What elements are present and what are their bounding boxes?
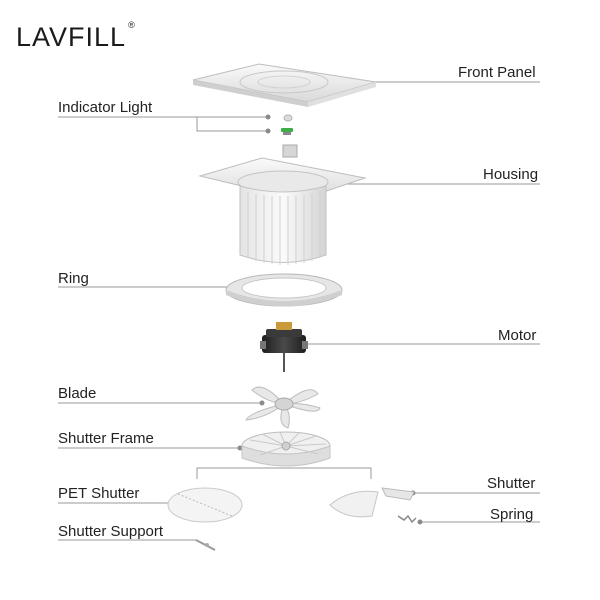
registered-mark: ® bbox=[128, 20, 136, 30]
label-motor: Motor bbox=[498, 327, 537, 344]
label-front-panel: Front Panel bbox=[458, 64, 536, 81]
brand-logo: LAVFILL® bbox=[16, 20, 136, 53]
label-blade: Blade bbox=[58, 385, 97, 402]
shutter-part bbox=[329, 487, 415, 518]
front-panel-part bbox=[192, 63, 377, 107]
leader-bracket bbox=[196, 467, 372, 479]
motor-part bbox=[260, 322, 308, 372]
label-housing: Housing bbox=[483, 166, 539, 183]
shutter-support-part bbox=[195, 539, 216, 551]
indicator-light-part bbox=[281, 114, 293, 135]
leader-lines bbox=[58, 81, 540, 541]
ring-part bbox=[225, 273, 343, 307]
label-pet-shutter: PET Shutter bbox=[58, 485, 140, 502]
pet-shutter-part bbox=[167, 487, 243, 523]
label-indicator-light: Indicator Light bbox=[58, 99, 153, 116]
housing-part bbox=[198, 144, 367, 265]
label-shutter-support: Shutter Support bbox=[58, 523, 164, 540]
shutter-frame-part bbox=[241, 431, 331, 467]
dot-indicator-1 bbox=[265, 114, 271, 120]
label-shutter: Shutter bbox=[487, 475, 536, 492]
label-spring: Spring bbox=[490, 506, 534, 523]
leader-indicator-light-2 bbox=[196, 117, 268, 132]
label-ring: Ring bbox=[58, 270, 89, 287]
spring-part bbox=[397, 514, 417, 524]
dot-spring bbox=[417, 519, 423, 525]
indicator-led bbox=[281, 128, 293, 132]
dot-shutter-frame bbox=[237, 445, 243, 451]
label-shutter-frame: Shutter Frame bbox=[58, 430, 154, 447]
dot-blade bbox=[259, 400, 265, 406]
blade-part bbox=[245, 386, 321, 429]
dot-indicator-2 bbox=[265, 128, 271, 134]
brand-name: LAVFILL bbox=[16, 22, 127, 52]
